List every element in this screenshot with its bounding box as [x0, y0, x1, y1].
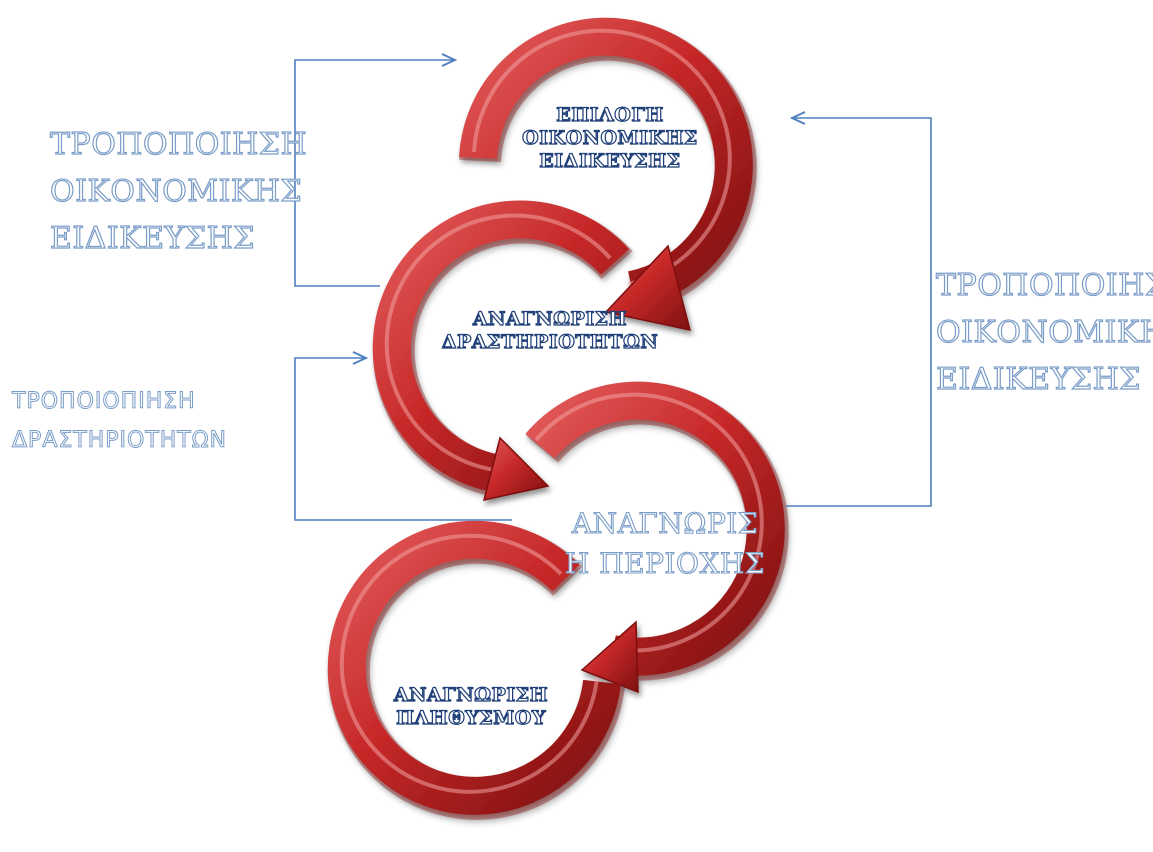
feedback-label-line: ΤΡΟΠΟΙΟΠΙΗΣΗ [11, 389, 196, 415]
feedback-label-line: ΔΡΑΣΤΗΡΙΟΤΗΤΩΝ [11, 428, 228, 454]
cycle-label-region: ΑΝΑΓΝΩΡΙΣ Η ΠΕΡΙΟΧΗΣ [560, 504, 770, 584]
cycle-arc-population [327, 520, 625, 820]
cycle-label-population: ΑΝΑΓΝΩΡΙΣΗ ΠΛΗΘΥΣΜΟΥ [366, 683, 576, 730]
cycle-label-line: ΑΝΑΓΝΩΡΙΣΗ [393, 683, 549, 706]
feedback-label-line: ΟΙΚΟΝΟΜΙΚΗΣ [49, 173, 303, 209]
cycle-label-line: ΑΝΑΓΝΩΡΙΣΗ [472, 307, 628, 330]
connector-right [786, 118, 932, 507]
cycle-label-line: ΟΙΚΟΝΟΜΙΚΗΣ [522, 126, 698, 149]
cycle-label-line: ΕΙΔΙΚΕΥΣΗΣ [539, 149, 681, 172]
feedback-label-line: ΟΙΚΟΝΟΜΙΚΗΣ [935, 314, 1153, 350]
feedback-label-left-bottom: ΤΡΟΠΟΙΟΠΙΗΣΗ ΔΡΑΣΤΗΡΙΟΤΗΤΩΝ [11, 382, 228, 460]
cycle-label-economic-specialization: ΕΠΙΛΟΓΗ ΟΙΚΟΝΟΜΙΚΗΣ ΕΙΔΙΚΕΥΣΗΣ [505, 103, 715, 173]
cycle-label-line: ΕΠΙΛΟΓΗ [556, 103, 664, 126]
feedback-label-right: ΤΡΟΠΟΠΟΙΗΣΗ ΟΙΚΟΝΟΜΙΚΗΣ ΕΙΔΙΚΕΥΣΗΣ [935, 262, 1153, 403]
feedback-label-line: ΤΡΟΠΟΠΟΙΗΣΗ [49, 126, 308, 162]
feedback-label-left-top: ΤΡΟΠΟΠΟΙΗΣΗ ΟΙΚΟΝΟΜΙΚΗΣ ΕΙΔΙΚΕΥΣΗΣ [49, 121, 308, 262]
cycle-arc-activities [372, 200, 633, 501]
cycle-label-line: ΑΝΑΓΝΩΡΙΣ [571, 506, 759, 540]
connector-left-bottom [294, 358, 512, 521]
connector-left-top [294, 60, 455, 287]
cycle-label-line: ΔΡΑΣΤΗΡΙΟΤΗΤΩΝ [441, 330, 659, 353]
feedback-label-line: ΤΡΟΠΟΠΟΙΗΣΗ [935, 267, 1153, 303]
cycle-label-line: ΠΛΗΘΥΣΜΟΥ [395, 706, 546, 729]
feedback-label-line: ΕΙΔΙΚΕΥΣΗΣ [49, 220, 255, 256]
cycle-arc-economic-specialization [459, 17, 757, 331]
feedback-label-line: ΕΙΔΙΚΕΥΣΗΣ [935, 361, 1141, 397]
cycle-arc-region [525, 381, 789, 694]
cycle-label-line: Η ΠΕΡΙΟΧΗΣ [564, 546, 766, 580]
cycle-label-activities: ΑΝΑΓΝΩΡΙΣΗ ΔΡΑΣΤΗΡΙΟΤΗΤΩΝ [420, 307, 680, 354]
